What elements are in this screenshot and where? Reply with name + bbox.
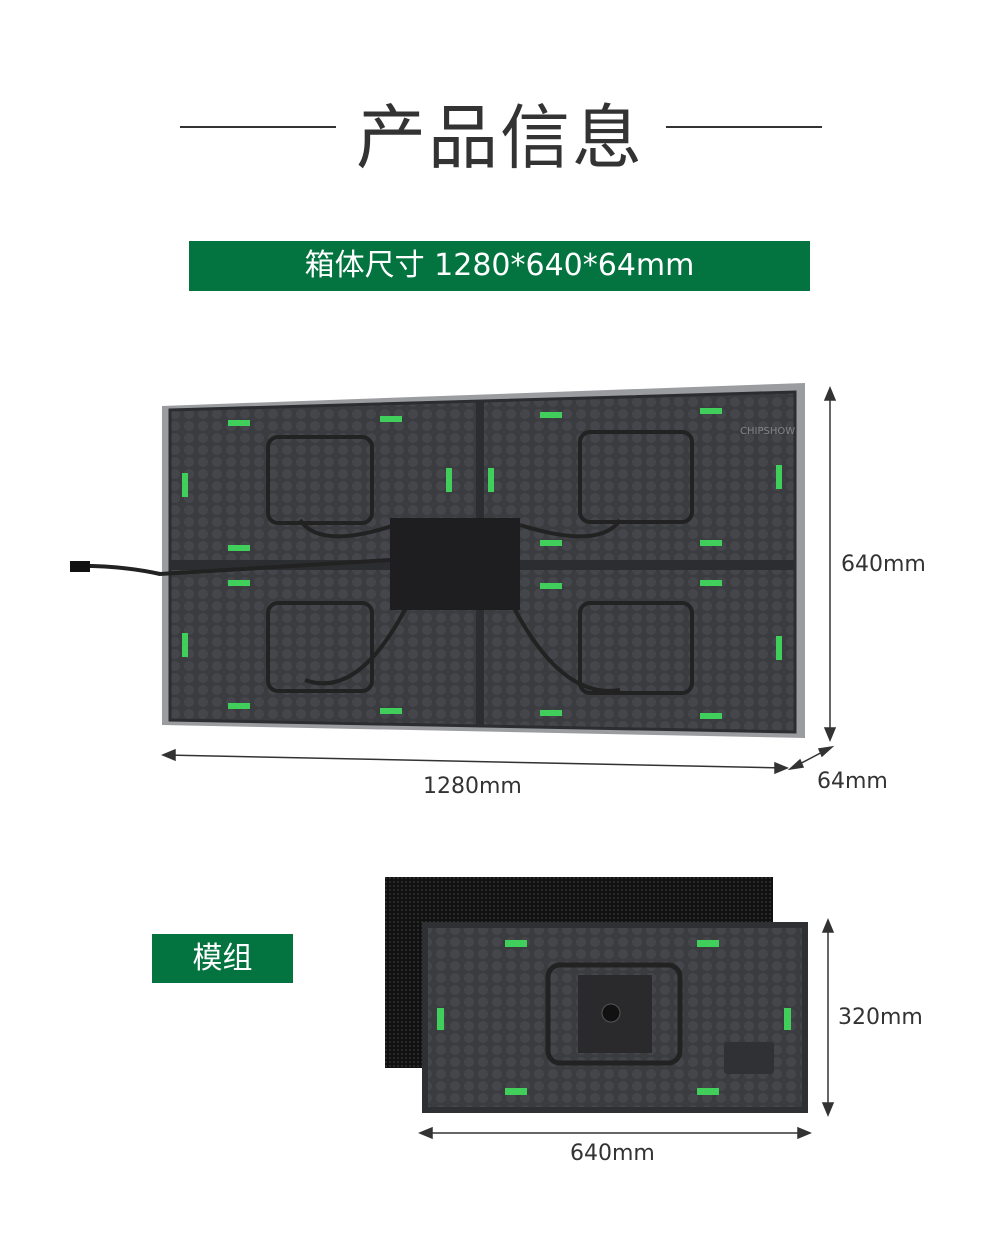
module-width-label: 640mm xyxy=(570,1141,655,1166)
title-rule-left xyxy=(180,126,336,128)
watermark-logo: CHIPSHOW xyxy=(740,426,796,437)
cabinet-image xyxy=(69,383,805,738)
cabinet-dimension-arrows xyxy=(161,386,837,775)
page-title: 产品信息 xyxy=(356,97,644,179)
module-label: 模组 xyxy=(152,934,293,983)
module-dimension-arrows xyxy=(418,918,835,1140)
cabinet-width-label: 1280mm xyxy=(423,774,522,799)
cabinet-height-label: 640mm xyxy=(841,552,926,577)
title-rule-right xyxy=(666,126,822,128)
cabinet-size-banner: 箱体尺寸 1280*640*64mm xyxy=(189,241,810,291)
cabinet-depth-label: 64mm xyxy=(817,769,888,794)
module-height-label: 320mm xyxy=(838,1005,923,1030)
module-image xyxy=(385,877,808,1113)
